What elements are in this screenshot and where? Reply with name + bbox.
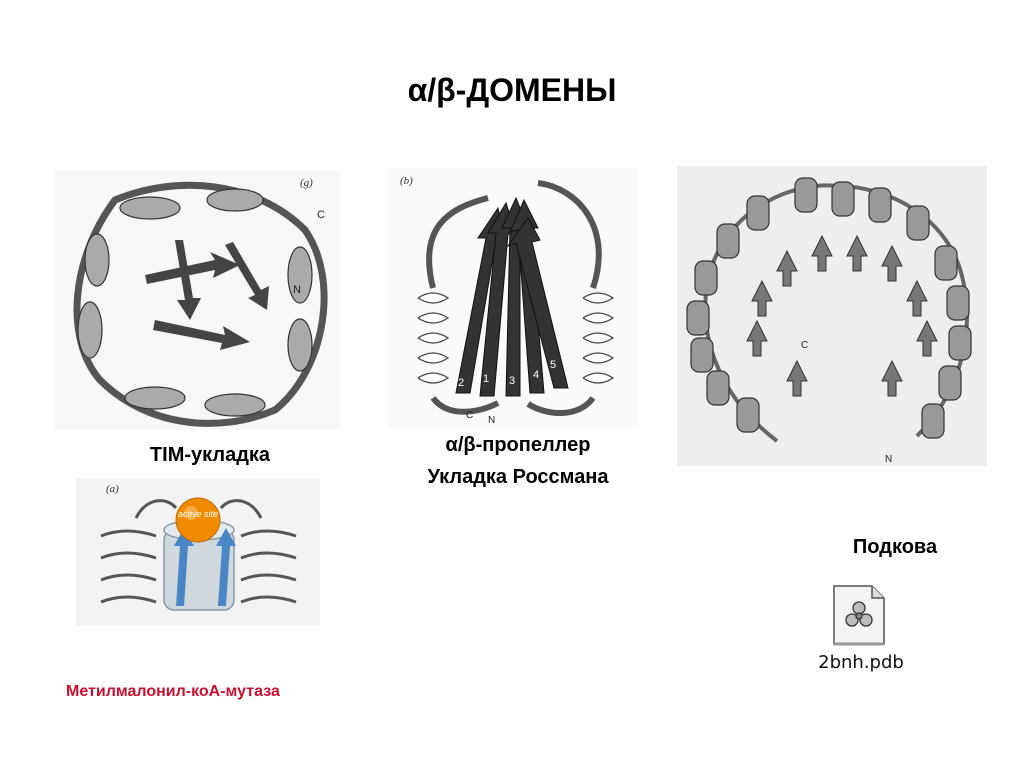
figure-shape (845, 613, 859, 627)
figure-shape (77, 188, 313, 417)
figure-shape (906, 279, 928, 317)
rossmann-c-terminus: C (466, 410, 473, 421)
figure-shape (946, 285, 970, 321)
figure-shape (686, 177, 972, 439)
rossmann-fold-figure: (b) 2 1 3 4 5 C N (388, 168, 638, 428)
figure-shape (746, 234, 938, 397)
figure-shape (100, 529, 157, 604)
horseshoe-label: Подкова (852, 536, 938, 558)
figure-shape (582, 292, 615, 384)
figure-shape (145, 252, 240, 284)
pdb-file-icon[interactable] (832, 584, 886, 646)
figure-shape (938, 365, 962, 401)
rossmann-label: Укладка Россмана (427, 466, 609, 488)
tim-label: TIM-укладка (149, 444, 271, 466)
figure-shape (175, 497, 221, 543)
figure-shape (746, 195, 770, 231)
figure-shape (225, 242, 269, 310)
figure-shape (84, 233, 110, 287)
figure-shape (845, 601, 873, 627)
tim-barrel-figure: (g) C N (55, 170, 340, 430)
tim-c-terminus: C (317, 209, 325, 221)
figure-shape (868, 187, 892, 223)
figure-shape (852, 601, 866, 615)
mutase-label: Метилмалонил-коА-мутаза (66, 683, 280, 700)
figure-shape (706, 370, 730, 406)
figure-shape (240, 529, 297, 604)
figure-shape (145, 240, 269, 350)
figure-shape (751, 279, 773, 317)
figure-shape (859, 613, 873, 627)
figure-shape (77, 301, 103, 359)
figure-shape (426, 180, 602, 289)
figure-shape (134, 499, 263, 519)
figure-shape (455, 196, 569, 397)
figure-shape (786, 359, 808, 397)
figure-shape (736, 397, 760, 433)
figure-shape (206, 188, 264, 212)
figure-shape (871, 586, 884, 599)
figure-shape (287, 318, 313, 372)
figure-shape (948, 325, 972, 361)
figure-shape (430, 395, 596, 417)
horseshoe-n-terminus: N (885, 454, 892, 465)
figure-shape (690, 337, 714, 373)
strand-number: 1 (483, 373, 489, 385)
figure-shape (906, 205, 930, 241)
figure-shape (417, 292, 615, 384)
figure-shape (881, 244, 903, 282)
tim-panel-letter: (g) (300, 177, 313, 189)
figure-shape (100, 499, 297, 604)
figure-shape (776, 249, 798, 287)
figure-shape (184, 506, 198, 520)
figure-shape (794, 177, 818, 213)
figure-shape (831, 181, 855, 217)
figure-shape (204, 393, 266, 417)
strand-number: 4 (533, 369, 539, 381)
figure-shape (119, 196, 181, 220)
figure-shape (881, 359, 903, 397)
figure-shape (921, 403, 945, 439)
figure-shape (287, 246, 313, 304)
figure-shape (153, 320, 250, 350)
figure-shape (506, 217, 569, 389)
strand-number: 3 (509, 375, 515, 387)
pdb-file-name[interactable]: 2bnh.pdb (818, 652, 904, 673)
figure-shape (846, 234, 868, 272)
tim-n-terminus: N (293, 284, 301, 296)
figure-shape (934, 245, 958, 281)
strand-number: 2 (458, 377, 464, 389)
mutase-figure: (a) active site (76, 478, 320, 626)
strand-number: 5 (550, 359, 556, 371)
figure-shape (694, 260, 718, 296)
figure-shape (916, 319, 938, 357)
rossmann-panel-letter: (b) (400, 175, 413, 187)
figure-shape (174, 528, 194, 606)
figure-shape (124, 386, 186, 410)
figure-shape (746, 319, 768, 357)
figure-shape (216, 528, 236, 606)
propeller-label: α/β-пропеллер (445, 434, 591, 456)
figure-shape (509, 198, 545, 394)
active-site-label: active site (178, 509, 218, 519)
figure-shape (174, 528, 236, 606)
rossmann-n-terminus: N (488, 415, 495, 426)
figure-shape (716, 223, 740, 259)
figure-shape: 2 1 3 4 5 (458, 359, 556, 389)
figure-shape (811, 234, 833, 272)
figure-shape (175, 240, 201, 320)
slide-title: α/β-ДОМЕНЫ (407, 72, 617, 108)
figure-shape (855, 612, 863, 620)
horseshoe-c-terminus: C (801, 340, 808, 351)
mutase-panel-letter: (a) (106, 483, 119, 495)
figure-shape (686, 300, 710, 336)
figure-shape (417, 292, 450, 384)
horseshoe-figure: C N (677, 166, 987, 466)
